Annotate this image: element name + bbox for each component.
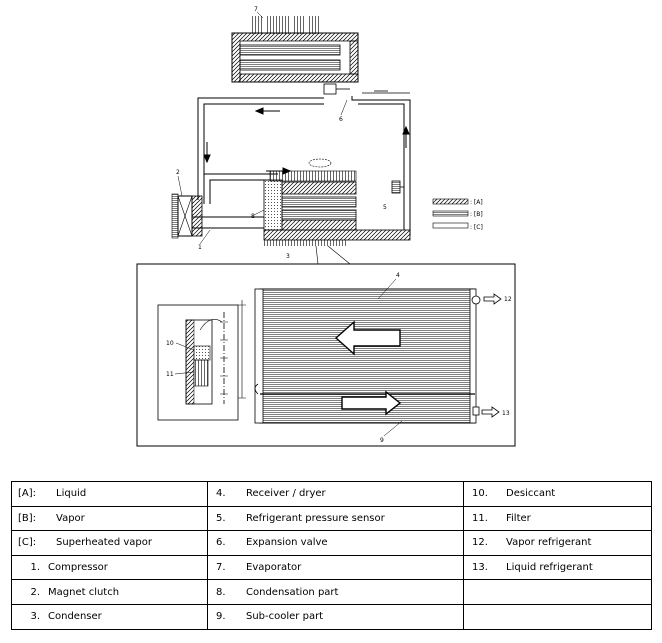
legend-label: Filter bbox=[506, 512, 531, 524]
legend-label: Magnet clutch bbox=[48, 586, 120, 598]
pressure-sensor bbox=[391, 180, 404, 194]
callout-11: 11 bbox=[166, 371, 174, 378]
legend-key: [C]: bbox=[18, 537, 37, 549]
legend-label: Evaporator bbox=[246, 562, 302, 574]
legend-label: Superheated vapor bbox=[56, 537, 152, 549]
key-b-label: : [B] bbox=[470, 211, 483, 218]
vapor-inlet-arrow bbox=[483, 293, 502, 305]
legend-cell: 9. Sub-cooler part bbox=[207, 603, 464, 630]
callout-8: 8 bbox=[251, 213, 255, 220]
legend-cell: [B]: Vapor bbox=[11, 505, 208, 532]
legend-key: 5. bbox=[216, 512, 226, 524]
legend-cell: [A]: Liquid bbox=[11, 481, 208, 507]
legend-key: [B]: bbox=[18, 512, 37, 524]
legend-key: 13. bbox=[472, 562, 488, 574]
legend-label: Refrigerant pressure sensor bbox=[246, 512, 385, 524]
legend-table: [A]: Liquid 4. Receiver / dryer 10. Desicca… bbox=[11, 481, 652, 630]
legend-label: Liquid refrigerant bbox=[506, 562, 593, 574]
legend-key: 7. bbox=[216, 562, 226, 574]
callout-9: 9 bbox=[380, 437, 384, 444]
legend-label: Desiccant bbox=[506, 488, 556, 500]
table-row: 3. Condenser 9. Sub-cooler part bbox=[11, 603, 652, 630]
callout-1: 1 bbox=[198, 244, 202, 251]
callout-2: 2 bbox=[176, 169, 180, 176]
legend-key: 4. bbox=[216, 488, 226, 500]
legend-label: Condenser bbox=[48, 611, 102, 623]
legend-cell: 1. Compressor bbox=[11, 554, 208, 581]
legend-key: 12. bbox=[472, 537, 488, 549]
refrigerant-circuit-diagram: 7 6 2 1 bbox=[136, 6, 516, 447]
legend-cell: 13. Liquid refrigerant bbox=[463, 554, 652, 581]
legend-cell: 11. Filter bbox=[463, 505, 652, 532]
legend-label: Vapor bbox=[56, 512, 85, 524]
key-c-label: : [C] bbox=[470, 224, 483, 231]
detail-view-frame bbox=[136, 263, 516, 447]
callout-7: 7 bbox=[254, 6, 258, 13]
legend-cell: 2. Magnet clutch bbox=[11, 579, 208, 605]
legend-label: Expansion valve bbox=[246, 537, 328, 549]
receiver-dryer-inset bbox=[157, 300, 246, 421]
key-a-label: : [A] bbox=[470, 199, 483, 206]
legend-key: 11. bbox=[472, 512, 488, 524]
legend-cell: 7. Evaporator bbox=[207, 554, 464, 581]
compressor bbox=[177, 195, 203, 237]
callout-13: 13 bbox=[502, 410, 510, 417]
callout-6: 6 bbox=[339, 116, 343, 123]
callout-5: 5 bbox=[383, 204, 387, 211]
legend-cell bbox=[463, 603, 652, 630]
legend-cell: 8. Condensation part bbox=[207, 579, 464, 605]
legend-key: 2. bbox=[30, 586, 40, 598]
key-box bbox=[432, 198, 469, 229]
legend-cell bbox=[463, 579, 652, 605]
table-row: 2. Magnet clutch 8. Condensation part bbox=[11, 579, 652, 605]
legend-cell: 4. Receiver / dryer bbox=[207, 481, 464, 507]
table-row: 1. Compressor 7. Evaporator 13. Liquid refr… bbox=[11, 554, 652, 581]
table-row: [C]:Superheated vapor 6.Expansion valve … bbox=[11, 530, 652, 556]
legend-label: Compressor bbox=[48, 562, 108, 574]
liquid-outlet-arrow bbox=[481, 406, 500, 418]
callout-4: 4 bbox=[396, 272, 400, 279]
callout-3: 3 bbox=[286, 253, 290, 260]
legend-key: 6. bbox=[216, 537, 226, 549]
flow-arrows bbox=[203, 90, 410, 175]
legend-key: 3. bbox=[30, 611, 40, 623]
magnet-clutch bbox=[171, 193, 179, 239]
legend-label: Vapor refrigerant bbox=[506, 537, 592, 549]
legend-cell: 3. Condenser bbox=[11, 603, 208, 630]
legend-key: 9. bbox=[216, 611, 226, 623]
condensation-flow-arrow bbox=[334, 320, 401, 356]
legend-cell: 12. Vapor refrigerant bbox=[463, 530, 652, 556]
evaporator bbox=[231, 16, 359, 95]
legend-body: [A]: Liquid 4. Receiver / dryer 10. Desicca… bbox=[11, 481, 652, 630]
condenser-unit bbox=[263, 158, 411, 246]
table-row: [B]:Vapor 5.Refrigerant pressure sensor … bbox=[11, 505, 652, 532]
legend-label: Liquid bbox=[56, 488, 87, 500]
callout-10: 10 bbox=[166, 340, 174, 347]
legend-key: 1. bbox=[30, 562, 40, 574]
legend-label: Receiver / dryer bbox=[246, 488, 326, 500]
legend-key: 10. bbox=[472, 488, 488, 500]
legend-cell: [C]: Superheated vapor bbox=[11, 530, 208, 556]
subcooler-flow-arrow bbox=[341, 390, 402, 416]
legend-key: [A]: bbox=[18, 488, 37, 500]
legend-key: 8. bbox=[216, 586, 226, 598]
legend-label: Sub-cooler part bbox=[246, 611, 324, 623]
callout-12: 12 bbox=[504, 296, 512, 303]
legend-cell: 6. Expansion valve bbox=[207, 530, 464, 556]
legend-cell: 10. Desiccant bbox=[463, 481, 652, 507]
table-row: [A]: Liquid 4. Receiver / dryer 10. Desicca… bbox=[11, 481, 652, 507]
legend-label: Condensation part bbox=[246, 586, 339, 598]
legend-cell: 5. Refrigerant pressure sensor bbox=[207, 505, 464, 532]
